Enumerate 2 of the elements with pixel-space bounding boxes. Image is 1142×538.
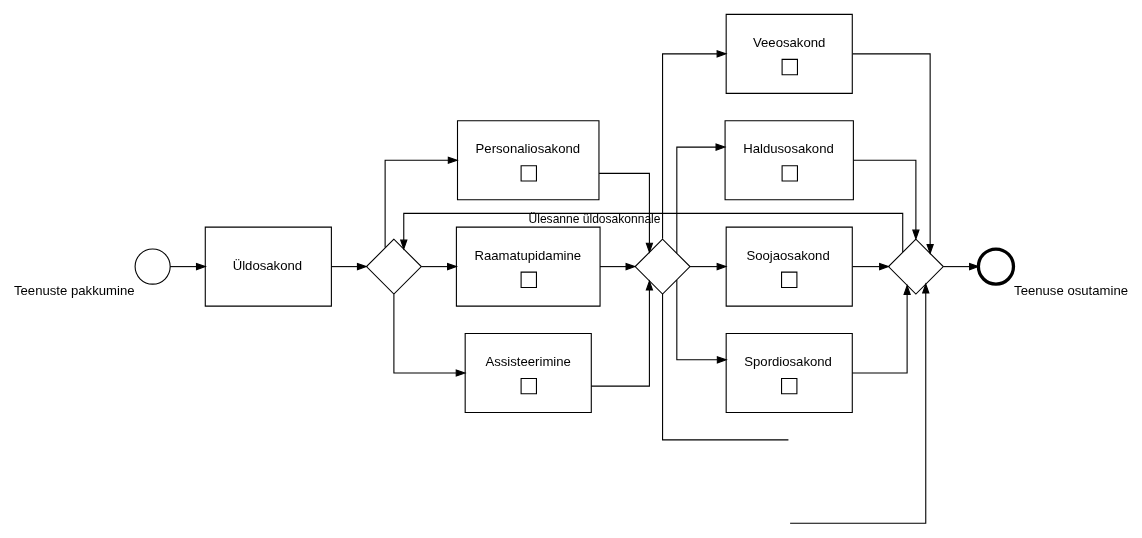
node-label: Teenuse osutamine (1014, 282, 1129, 298)
node-label: Teenuste pakkumine (13, 282, 135, 298)
